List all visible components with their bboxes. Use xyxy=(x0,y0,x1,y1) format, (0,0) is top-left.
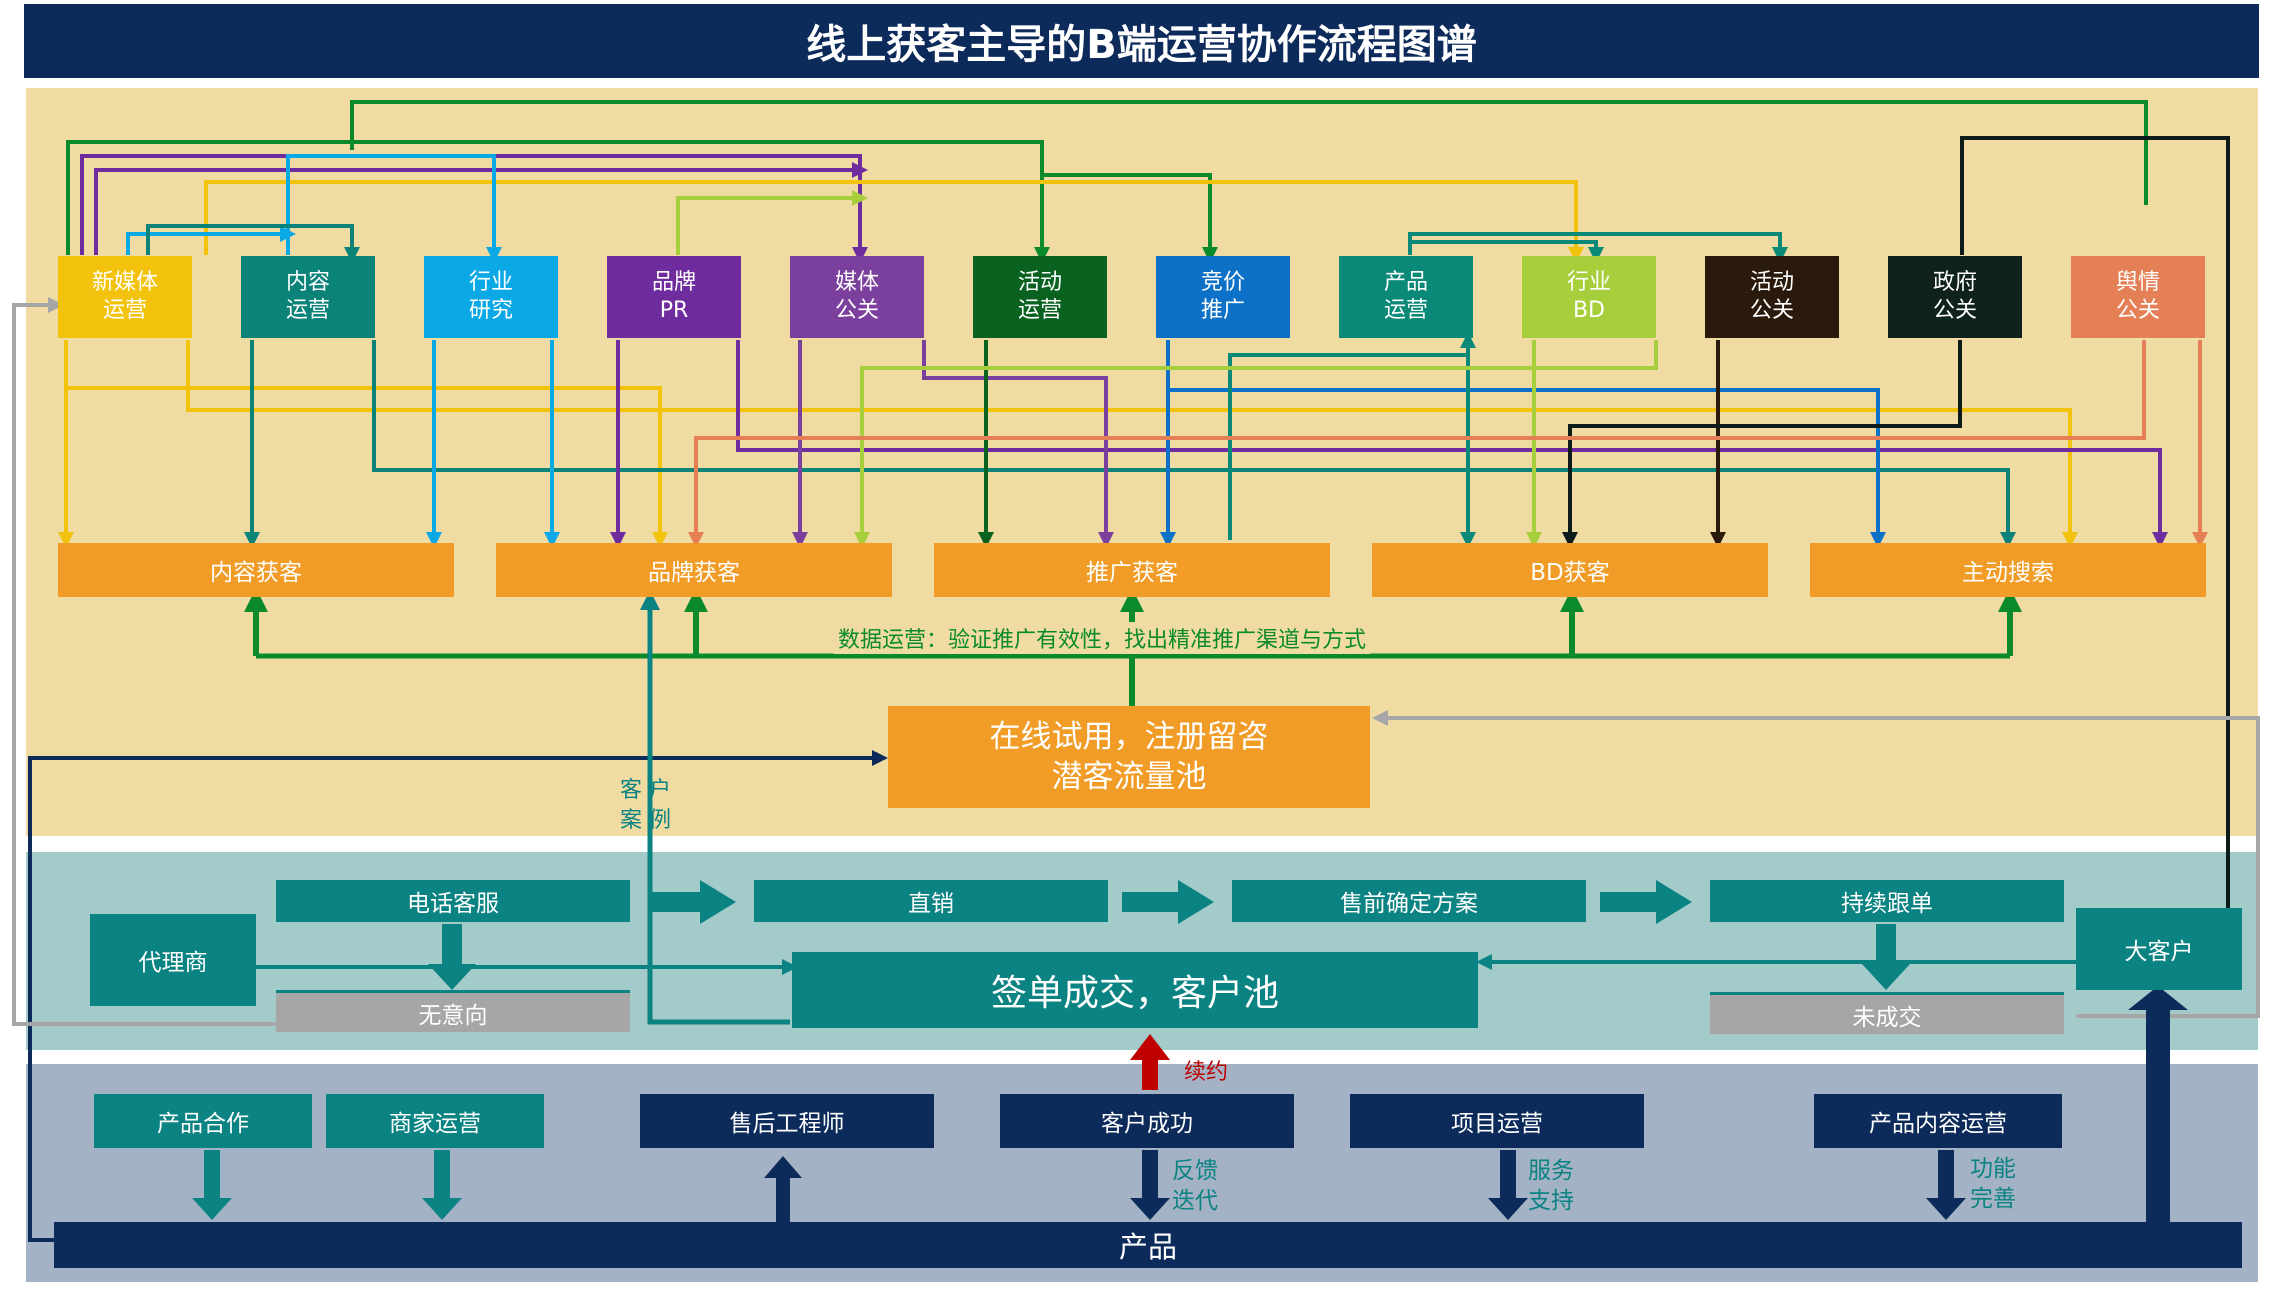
prospect-pool: 在线试用，注册留咨 潜客流量池 xyxy=(888,706,1370,808)
dept-xinmeiti: 新媒体运营 xyxy=(58,256,192,338)
direct-sales-box: 直销 xyxy=(754,880,1108,922)
dept-label-line2: 公关 xyxy=(2115,298,2160,323)
dept-label-line1: 竞价 xyxy=(1200,270,1245,295)
dept-label-line1: 政府 xyxy=(1932,270,1977,295)
dept-label-line1: 行业 xyxy=(1566,270,1611,295)
after-sales-box: 售后工程师 xyxy=(640,1094,934,1148)
project-ops-box: 项目运营 xyxy=(1350,1094,1644,1148)
presales-box: 售前确定方案 xyxy=(1232,880,1586,922)
product-coop-box: 产品合作 xyxy=(94,1094,312,1148)
dept-label-line2: 运营 xyxy=(1383,298,1428,323)
dept-huodong-gongguan: 活动公关 xyxy=(1705,256,1839,338)
dept-label-line2: 公关 xyxy=(834,298,879,323)
service-line2: 支持 xyxy=(1528,1188,1574,1214)
dept-label-line2: 推广 xyxy=(1200,298,1245,323)
page-title: 线上获客主导的B端运营协作流程图谱 xyxy=(24,4,2259,78)
feature-line2: 完善 xyxy=(1970,1186,2016,1212)
dept-label-line1: 新媒体 xyxy=(91,270,158,295)
dept-jingjia-tuiguang: 竞价推广 xyxy=(1156,256,1290,338)
dept-hangye-yanjiu: 行业研究 xyxy=(424,256,558,338)
prospect-pool-line1: 在线试用，注册留咨 xyxy=(989,719,1269,755)
no-intent-box: 无意向 xyxy=(276,990,630,1032)
channel-bd: BD获客 xyxy=(1372,543,1768,597)
channel-promotion: 推广获客 xyxy=(934,543,1330,597)
prospect-pool-line2: 潜客流量池 xyxy=(1051,759,1207,795)
feedback-line1: 反馈 xyxy=(1172,1158,1218,1184)
dept-label-line2: 公关 xyxy=(1932,298,1977,323)
dept-label-line1: 活动 xyxy=(1749,270,1794,295)
dept-label-line1: 内容 xyxy=(285,270,330,295)
channel-content: 内容获客 xyxy=(58,543,454,597)
deal-pool-box: 签单成交，客户池 xyxy=(792,952,1478,1028)
dept-label-line2: 运营 xyxy=(285,298,330,323)
product-content-ops-box: 产品内容运营 xyxy=(1814,1094,2062,1148)
dept-label-line2: 运营 xyxy=(1017,298,1062,323)
dept-label-line1: 品牌 xyxy=(651,270,696,295)
dept-label-line1: 产品 xyxy=(1383,270,1428,295)
key-account-box: 大客户 xyxy=(2076,908,2242,990)
dept-label-line2: 研究 xyxy=(468,298,513,323)
feature-line1: 功能 xyxy=(1970,1156,2016,1182)
dept-neirong: 内容运营 xyxy=(241,256,375,338)
feature-label: 功能 完善 xyxy=(1970,1154,2016,1214)
dept-label-line2: 公关 xyxy=(1749,298,1794,323)
case-study-line2: 案 例 xyxy=(620,808,671,833)
renew-label: 续约 xyxy=(1184,1060,1229,1085)
dept-zhengfu-gongguan: 政府公关 xyxy=(1888,256,2022,338)
dept-yuqing-gongguan: 舆情公关 xyxy=(2071,256,2205,338)
dept-label-line1: 媒体 xyxy=(834,270,879,295)
merchant-ops-box: 商家运营 xyxy=(326,1094,544,1148)
agent-box: 代理商 xyxy=(90,914,256,1006)
product-bar: 产品 xyxy=(54,1222,2242,1268)
dept-huodong-yunying: 活动运营 xyxy=(973,256,1107,338)
follow-up-box: 持续跟单 xyxy=(1710,880,2064,922)
dept-pinpai-pr: 品牌 PR xyxy=(607,256,741,338)
data-ops-note: 数据运营：验证推广有效性，找出精准推广渠道与方式 xyxy=(834,622,1371,654)
dept-label-line1: 舆情 xyxy=(2115,270,2160,295)
customer-success-box: 客户成功 xyxy=(1000,1094,1294,1148)
channel-search: 主动搜索 xyxy=(1810,543,2206,597)
dept-label-line2: BD xyxy=(1572,298,1606,323)
dept-label-line2: PR xyxy=(659,298,689,323)
phone-service-box: 电话客服 xyxy=(276,880,630,922)
feedback-line2: 迭代 xyxy=(1172,1188,1218,1214)
case-study-line1: 客 户 xyxy=(620,778,671,803)
dept-label-line1: 行业 xyxy=(468,270,513,295)
dept-label-line1: 活动 xyxy=(1017,270,1062,295)
service-line1: 服务 xyxy=(1528,1158,1574,1184)
dept-chanpin-yunying: 产品运营 xyxy=(1339,256,1473,338)
case-study-label: 客 户 案 例 xyxy=(620,776,671,836)
dept-label-line2: 运营 xyxy=(102,298,147,323)
dept-hangye-bd: 行业 BD xyxy=(1522,256,1656,338)
service-label: 服务 支持 xyxy=(1528,1156,1574,1216)
not-closed-box: 未成交 xyxy=(1710,992,2064,1034)
dept-meiti-gongguan: 媒体公关 xyxy=(790,256,924,338)
feedback-label: 反馈 迭代 xyxy=(1172,1156,1218,1216)
channel-brand: 品牌获客 xyxy=(496,543,892,597)
